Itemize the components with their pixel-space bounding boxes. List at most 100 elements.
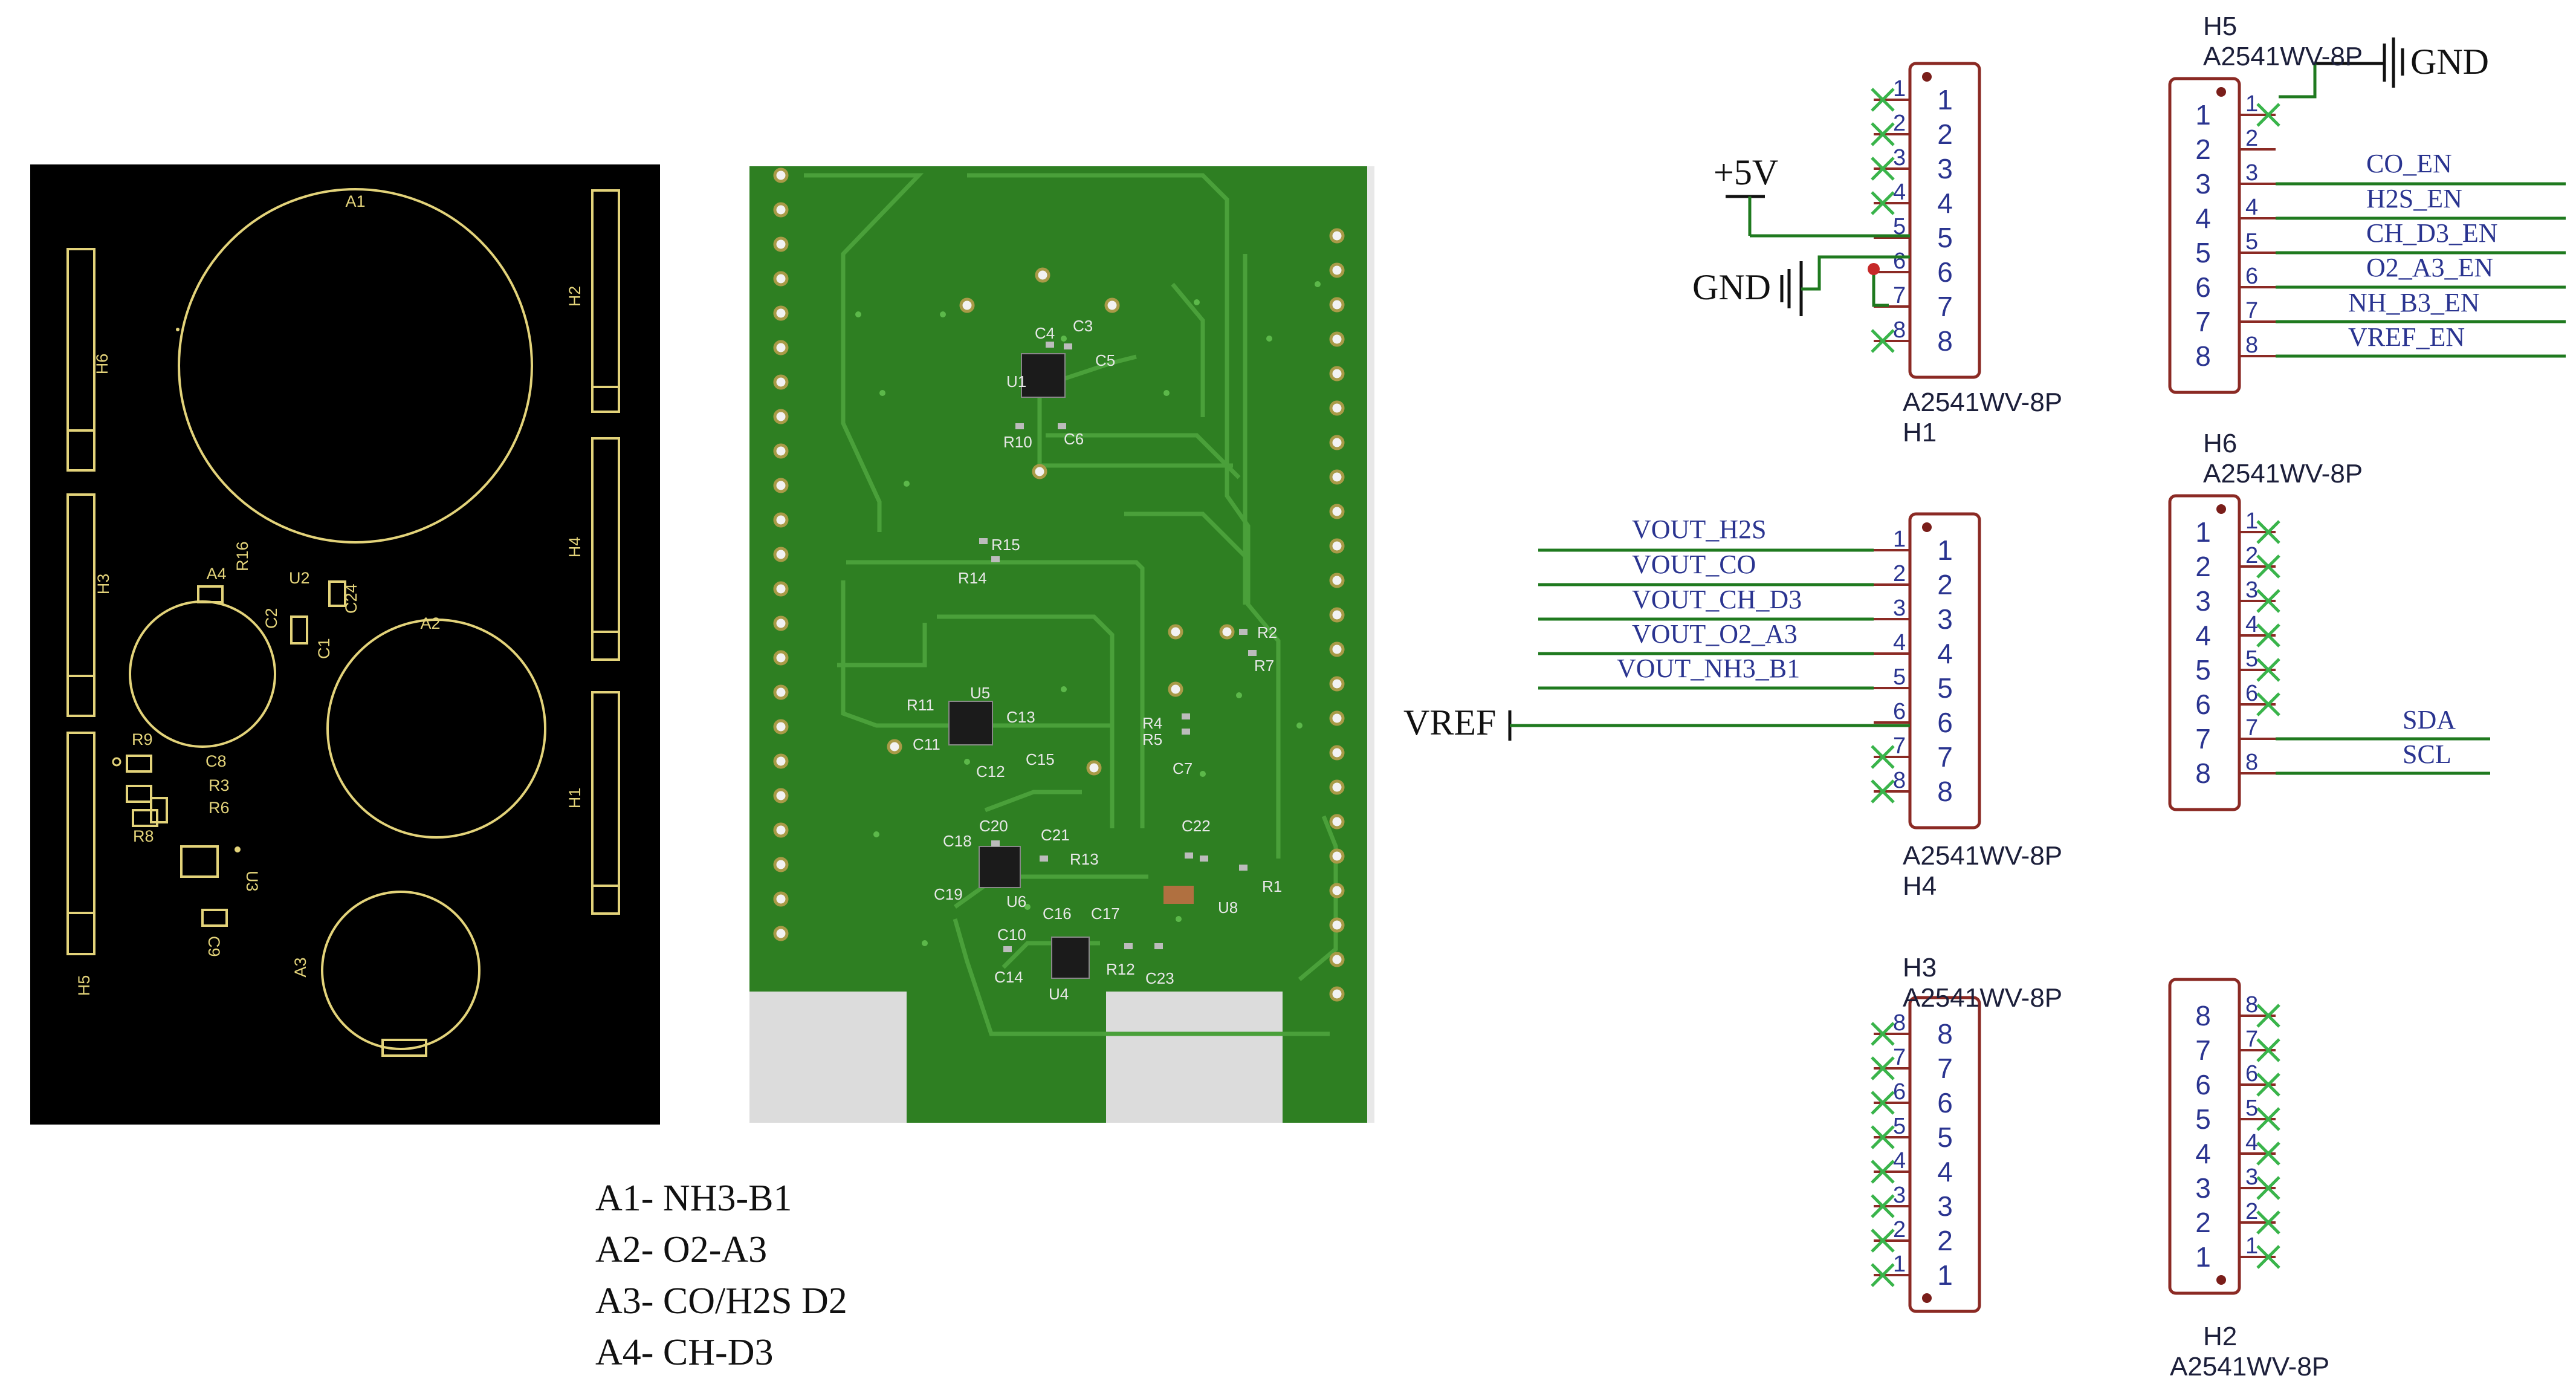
silk-label-h2: H2 bbox=[566, 286, 584, 307]
h3-pin-label: 6 bbox=[1893, 1079, 1906, 1105]
pcb-hole bbox=[1329, 986, 1345, 1002]
pcb-hole bbox=[773, 547, 789, 562]
h5-pin-label: 1 bbox=[2245, 91, 2258, 117]
pcb-label: U5 bbox=[970, 684, 990, 702]
h6-pin1-marker bbox=[2216, 504, 2226, 514]
silk-part: C9 bbox=[205, 936, 223, 957]
h6-pin-label: 5 bbox=[2245, 646, 2258, 672]
h6-pin-label: 4 bbox=[2245, 612, 2258, 637]
h2-no-connect bbox=[2256, 1176, 2280, 1200]
h2-pin-number: 1 bbox=[2195, 1241, 2211, 1273]
h2-no-connect bbox=[2256, 1245, 2280, 1269]
h5-pin-label: 6 bbox=[2245, 264, 2258, 289]
h5-pin-number: 3 bbox=[2195, 168, 2211, 200]
h6-pin-number: 3 bbox=[2195, 585, 2211, 617]
h2-pin-label: 1 bbox=[2245, 1233, 2258, 1259]
pcb-label: R4 bbox=[1142, 714, 1162, 732]
pcb-hole bbox=[773, 340, 789, 356]
h1-value: A2541WV-8P bbox=[1903, 388, 2062, 417]
pcb-label: C16 bbox=[1043, 904, 1072, 923]
pcb-hole bbox=[1329, 607, 1345, 623]
pcb-hole bbox=[1329, 400, 1345, 416]
h4-pin-label: 5 bbox=[1893, 664, 1906, 690]
pcb-label: C19 bbox=[934, 885, 963, 903]
silk-part: C2 bbox=[262, 608, 280, 629]
pcb-label: C6 bbox=[1064, 430, 1084, 448]
h2-ref: H2 bbox=[2203, 1322, 2237, 1351]
h2-pin-number: 7 bbox=[2195, 1034, 2211, 1066]
h5-gnd-label: GND bbox=[2410, 42, 2489, 82]
h5-body bbox=[2168, 77, 2241, 394]
h5-gnd-net: GND bbox=[2279, 37, 2489, 99]
pcb-label: R7 bbox=[1254, 657, 1274, 675]
sensor-legend: A1- NH3-B1 A2- O2-A3 A3- CO/H2S D2 A4- C… bbox=[595, 1178, 847, 1373]
pcb-hole bbox=[773, 788, 789, 804]
h3-pin-number: 6 bbox=[1937, 1087, 1953, 1119]
h4-pin-label: 7 bbox=[1893, 733, 1906, 759]
vref-label: VREF bbox=[1403, 703, 1496, 742]
h6-no-connect bbox=[2256, 692, 2280, 716]
h2-pin-label: 5 bbox=[2245, 1096, 2258, 1121]
h1-pin-label: 7 bbox=[1893, 283, 1906, 308]
h5-pin-number: 2 bbox=[2195, 134, 2211, 165]
h3-pin-number: 5 bbox=[1937, 1122, 1953, 1153]
pcb-label: R5 bbox=[1142, 730, 1162, 748]
pcb-hole bbox=[1329, 538, 1345, 554]
h3-pin-number: 3 bbox=[1937, 1190, 1953, 1222]
pcb-hole bbox=[1329, 848, 1345, 864]
silk-part: R3 bbox=[209, 776, 230, 794]
h6-pin-label: 3 bbox=[2245, 577, 2258, 603]
pcb-hole bbox=[1329, 504, 1345, 519]
h5-pin-number: 5 bbox=[2195, 237, 2211, 268]
h6-pin-number: 8 bbox=[2195, 758, 2211, 789]
h4-pin-label: 1 bbox=[1893, 527, 1906, 552]
h3-pin-label: 8 bbox=[1893, 1010, 1906, 1036]
net-label: SDA bbox=[2403, 705, 2456, 735]
h6-ref: H6 bbox=[2203, 429, 2237, 458]
h6-pin-label: 1 bbox=[2245, 508, 2258, 534]
silk-label-a2: A2 bbox=[420, 614, 440, 632]
h4-pin-number: 6 bbox=[1937, 707, 1953, 738]
h1-pin-number: 7 bbox=[1937, 291, 1953, 322]
pcb-hole bbox=[773, 891, 789, 907]
h5-pin-number: 6 bbox=[2195, 271, 2211, 303]
pcb-hole bbox=[773, 684, 789, 700]
pcb-hole bbox=[773, 650, 789, 666]
h5-pin-number: 1 bbox=[2195, 99, 2211, 131]
legend-item: A3- CO/H2S D2 bbox=[595, 1281, 847, 1322]
net-label: VOUT_CO bbox=[1632, 550, 1756, 579]
h6-pin-number: 5 bbox=[2195, 654, 2211, 686]
net-label: CH_D3_EN bbox=[2366, 218, 2498, 248]
pcb-hole bbox=[773, 512, 789, 528]
h6-no-connect bbox=[2256, 554, 2280, 579]
h6-no-connect bbox=[2256, 623, 2280, 648]
h4-value: A2541WV-8P bbox=[1903, 841, 2062, 871]
pcb-label: U4 bbox=[1049, 985, 1069, 1003]
h4-pin-label: 3 bbox=[1893, 596, 1906, 621]
h1-pin-label: 2 bbox=[1893, 111, 1906, 136]
h2-no-connect bbox=[2256, 1073, 2280, 1097]
h5-pin-label: 4 bbox=[2245, 195, 2258, 220]
h5-pin-label: 7 bbox=[2245, 298, 2258, 323]
net-label: H2S_EN bbox=[2366, 184, 2462, 213]
h3-pin-number: 1 bbox=[1937, 1259, 1953, 1291]
pcb-label: C17 bbox=[1091, 904, 1120, 923]
h3-pin-number: 4 bbox=[1937, 1156, 1953, 1187]
h2-no-connect bbox=[2256, 1038, 2280, 1062]
pcb-label: C12 bbox=[976, 762, 1005, 781]
net-label: NH_B3_EN bbox=[2348, 288, 2480, 317]
pcb-hole bbox=[773, 615, 789, 631]
pcb-label: R14 bbox=[958, 569, 987, 587]
h2-pin-label: 4 bbox=[2245, 1130, 2258, 1155]
pcb-label: R11 bbox=[907, 696, 934, 714]
h1-no-connect bbox=[1871, 329, 1895, 353]
h4-pin-number: 8 bbox=[1937, 776, 1953, 807]
pcb-label: C7 bbox=[1173, 759, 1193, 778]
h4-no-connect bbox=[1871, 779, 1895, 804]
pcb-label: C20 bbox=[979, 817, 1008, 835]
h6-pin-number: 6 bbox=[2195, 689, 2211, 720]
pcb-hole bbox=[1329, 366, 1345, 382]
h5-pin-number: 4 bbox=[2195, 203, 2211, 234]
